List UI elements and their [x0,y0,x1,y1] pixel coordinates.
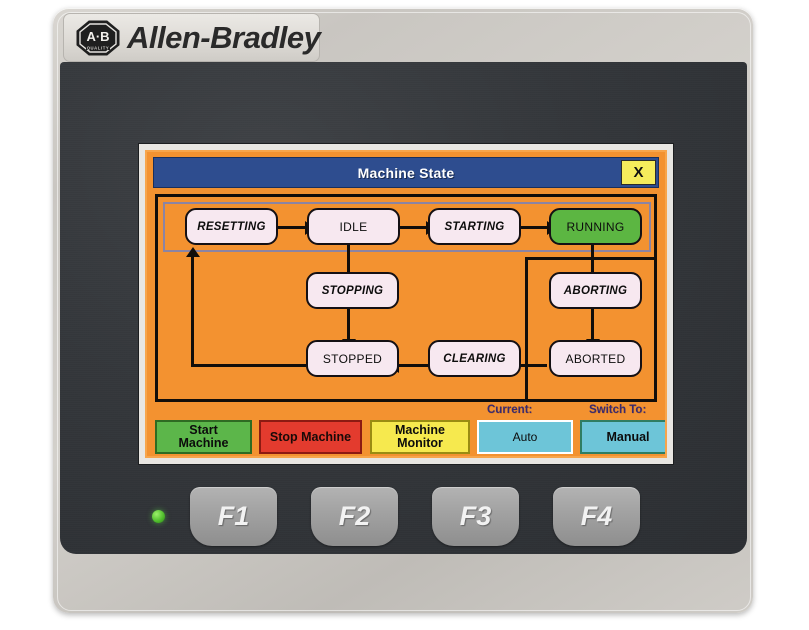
window-title: Machine State [357,164,455,181]
svg-text:A·B: A·B [86,29,109,44]
function-key-f2[interactable]: F2 [311,487,398,546]
state-label-stopped: STOPPED [322,351,383,366]
edge-abort-branch-vertical [525,260,528,402]
function-key-f4[interactable]: F4 [553,487,640,546]
allen-bradley-ab-logo-icon: A·B QUALITY [76,20,120,56]
stop-machine-label: Stop Machine [269,429,352,444]
switch-mode-button[interactable]: Manual [580,420,665,454]
hmi-screen: Machine State X [145,150,667,458]
machine-monitor-button[interactable]: Machine Monitor [370,420,470,454]
state-node-starting[interactable]: STARTING [428,208,521,245]
start-machine-button[interactable]: Start Machine [155,420,252,454]
state-diagram-frame [155,194,657,402]
function-key-f4-label: F4 [580,501,613,531]
state-label-clearing: CLEARING [443,352,506,365]
function-key-f1-label: F1 [217,501,250,531]
state-label-starting: STARTING [444,220,505,233]
edge-stopped-up-run [191,254,194,367]
edge-stopping-stopped [347,307,350,345]
state-node-aborted[interactable]: ABORTED [549,340,642,377]
state-node-resetting[interactable]: RESETTING [185,208,278,245]
state-node-stopped[interactable]: STOPPED [306,340,399,377]
state-label-idle: IDLE [339,219,368,234]
state-label-stopping: STOPPING [321,284,384,297]
edge-resetting-idle [278,226,309,229]
operating-lane-box [163,202,651,252]
edge-idle-stopping [347,244,350,280]
control-button-row: Start Machine Stop Machine Machine Monit… [155,404,665,454]
edge-abort-branch-top [525,257,657,260]
edge-stopped-left-run [191,364,306,367]
current-mode-value: Auto [512,429,538,444]
state-node-stopping[interactable]: STOPPING [306,272,399,309]
brand-plate: A·B QUALITY Allen-Bradley [63,13,321,62]
arrowhead-stopped-resetting [185,247,200,257]
function-key-f2-label: F2 [338,501,371,531]
current-mode-caption: Current: [487,404,533,416]
window-titlebar: Machine State X [153,157,659,188]
state-node-running[interactable]: RUNNING [549,208,642,245]
state-label-running: RUNNING [566,219,625,234]
machine-monitor-label-line2: Monitor [397,436,443,450]
state-node-idle[interactable]: IDLE [307,208,400,245]
power-led-icon [152,510,165,523]
edge-aborting-aborted [591,307,594,345]
edge-running-aborting [591,244,594,280]
switch-to-caption: Switch To: [589,404,647,416]
edge-idle-starting [399,226,430,229]
brand-name: Allen-Bradley [127,20,321,55]
state-label-aborted: ABORTED [565,351,626,366]
start-machine-label-line1: Start [189,423,218,438]
edge-aborted-clearing [502,364,547,367]
state-label-aborting: ABORTING [563,284,628,297]
machine-monitor-label-line1: Machine [394,423,445,438]
function-key-f3[interactable]: F3 [432,487,519,546]
state-label-resetting: RESETTING [197,220,266,233]
close-button[interactable]: X [621,160,656,185]
function-key-f3-label: F3 [459,501,492,531]
current-mode-button[interactable]: Auto [477,420,573,454]
start-machine-label-line2: Machine [178,436,229,450]
function-key-f1[interactable]: F1 [190,487,277,546]
edge-clearing-stopped [393,364,438,367]
switch-mode-value: Manual [606,429,650,444]
stop-machine-button[interactable]: Stop Machine [259,420,362,454]
edge-starting-running [520,226,551,229]
state-node-aborting[interactable]: ABORTING [549,272,642,309]
svg-text:QUALITY: QUALITY [87,45,110,50]
state-node-clearing[interactable]: CLEARING [428,340,521,377]
